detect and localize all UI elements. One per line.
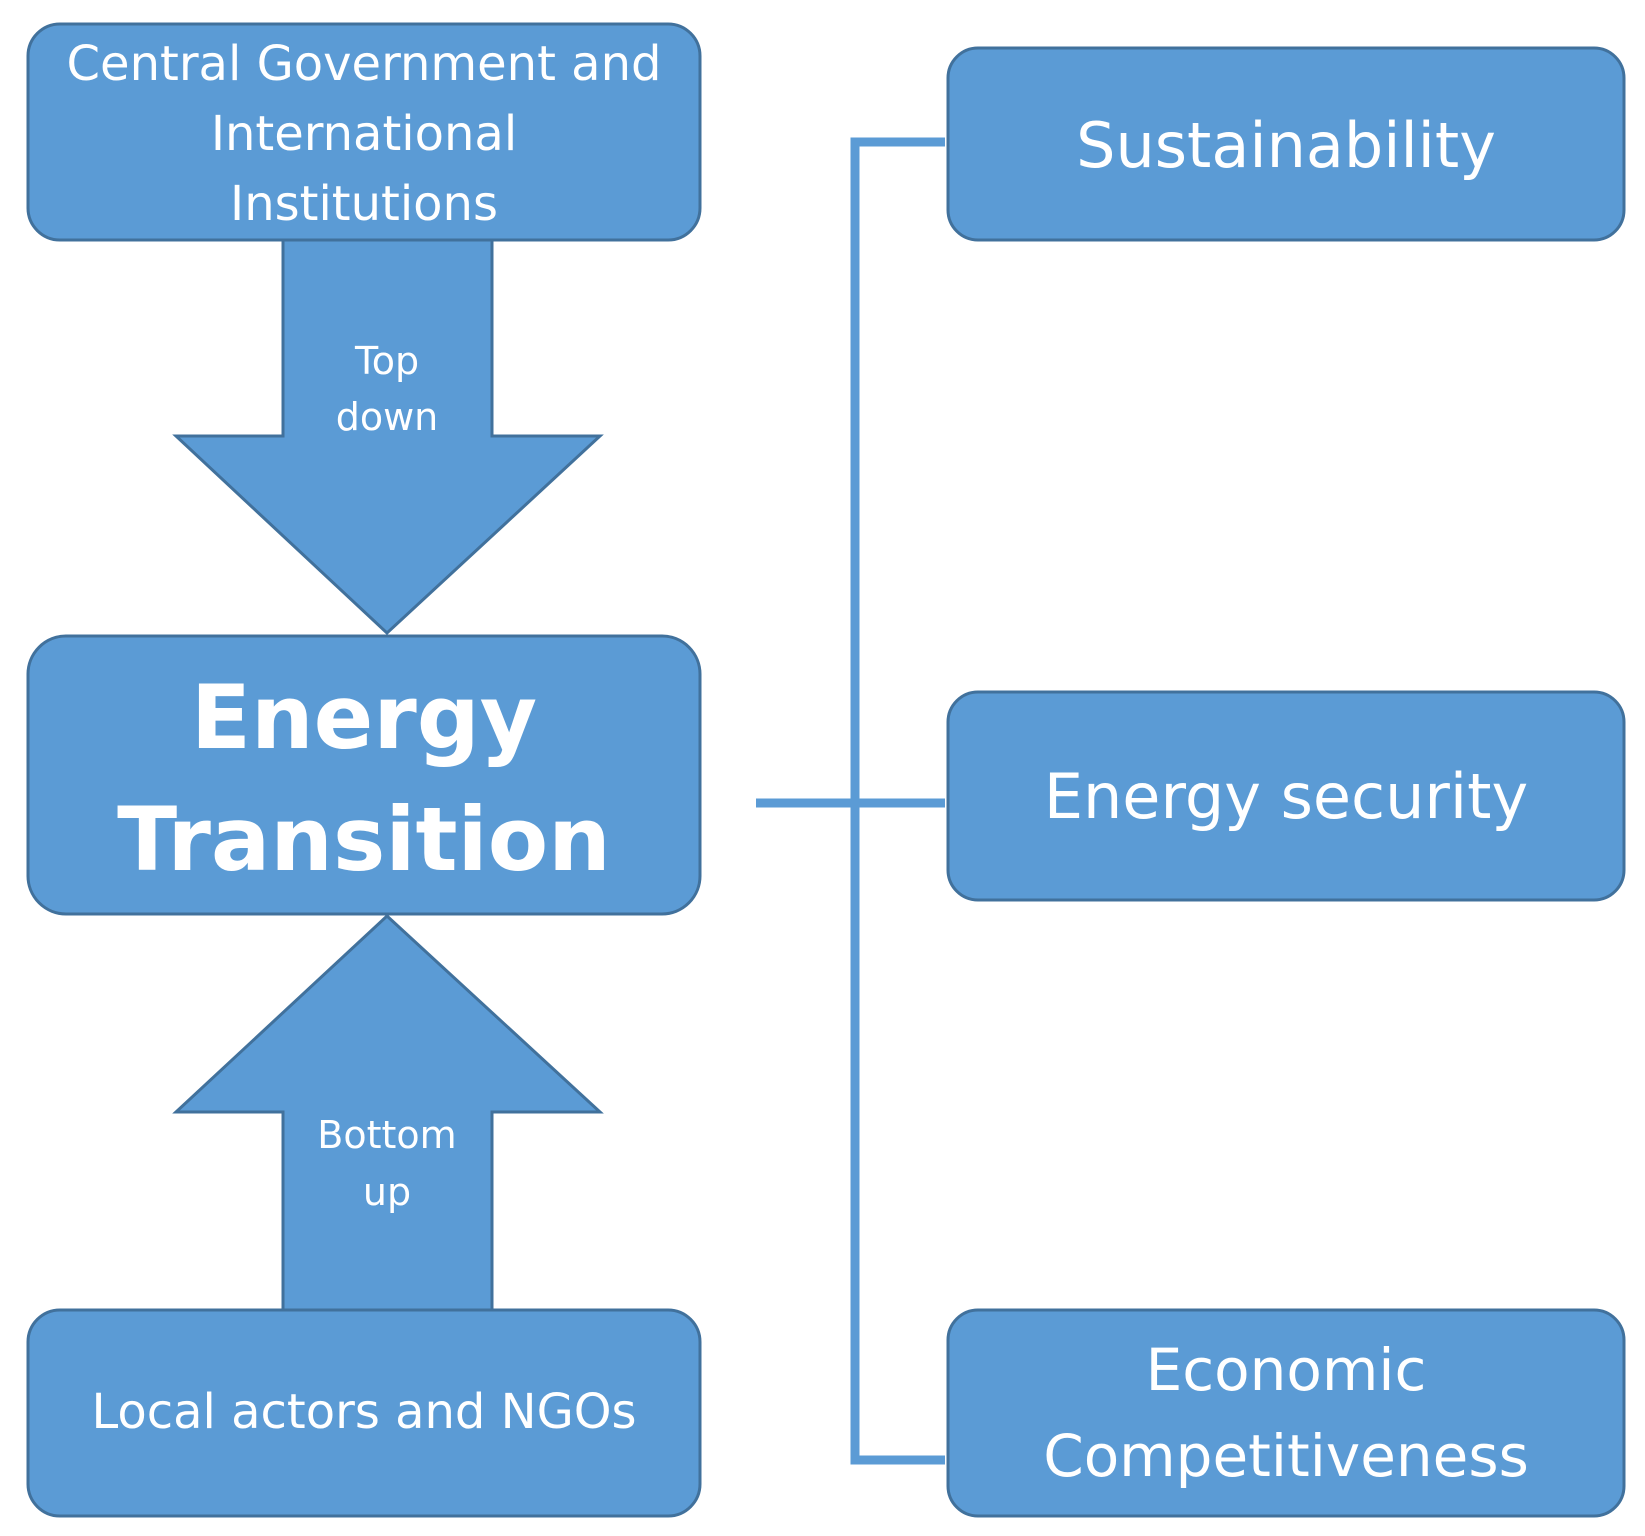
bottom-source-box-shape <box>26 1308 702 1518</box>
goal-economic-competitiveness-box-shape <box>946 1308 1626 1518</box>
bottom-up-arrow-label-line-1: Bottom <box>317 1113 456 1157</box>
goal-economic-competitiveness-label-line-2: Competitiveness <box>1043 1422 1529 1490</box>
goal-economic-competitiveness-label-line-1: Economic <box>1146 1336 1427 1404</box>
top-down-arrow-label-line-2: down <box>336 395 439 439</box>
goals-connector <box>756 137 945 1465</box>
top-down-arrow-label-line-1: Top <box>354 339 419 383</box>
goal-economic-competitiveness-box: Economic Competitiveness <box>946 1308 1626 1518</box>
bottom-source-label: Local actors and NGOs <box>91 1384 636 1440</box>
top-source-box-shape <box>26 22 702 242</box>
energy-transition-label-line-2: Transition <box>117 788 611 891</box>
goal-energy-security-box-shape <box>946 690 1626 902</box>
top-source-label-line-1: Central Government and <box>67 36 662 92</box>
goal-energy-security-label: Energy security <box>1044 760 1528 833</box>
goal-sustainability-box: Sustainability <box>946 46 1626 242</box>
top-down-arrow-shape <box>172 233 604 636</box>
energy-transition-label-line-1: Energy <box>191 666 537 769</box>
energy-transition-box: Energy Transition <box>26 634 702 916</box>
bottom-source-box: Local actors and NGOs <box>26 1308 702 1518</box>
top-source-box: Central Government and International Ins… <box>26 22 702 242</box>
energy-transition-box-shape <box>26 634 702 916</box>
top-down-arrow: Top down <box>172 233 604 636</box>
goal-sustainability-box-shape <box>946 46 1626 242</box>
goal-energy-security-box: Energy security <box>946 690 1626 902</box>
goal-sustainability-label: Sustainability <box>1076 109 1496 182</box>
bottom-up-arrow-label-line-2: up <box>363 1170 411 1214</box>
top-source-label-line-3: Institutions <box>230 176 498 232</box>
bottom-up-arrow: Bottom up <box>172 913 604 1318</box>
top-source-label-line-2: International <box>211 106 517 162</box>
